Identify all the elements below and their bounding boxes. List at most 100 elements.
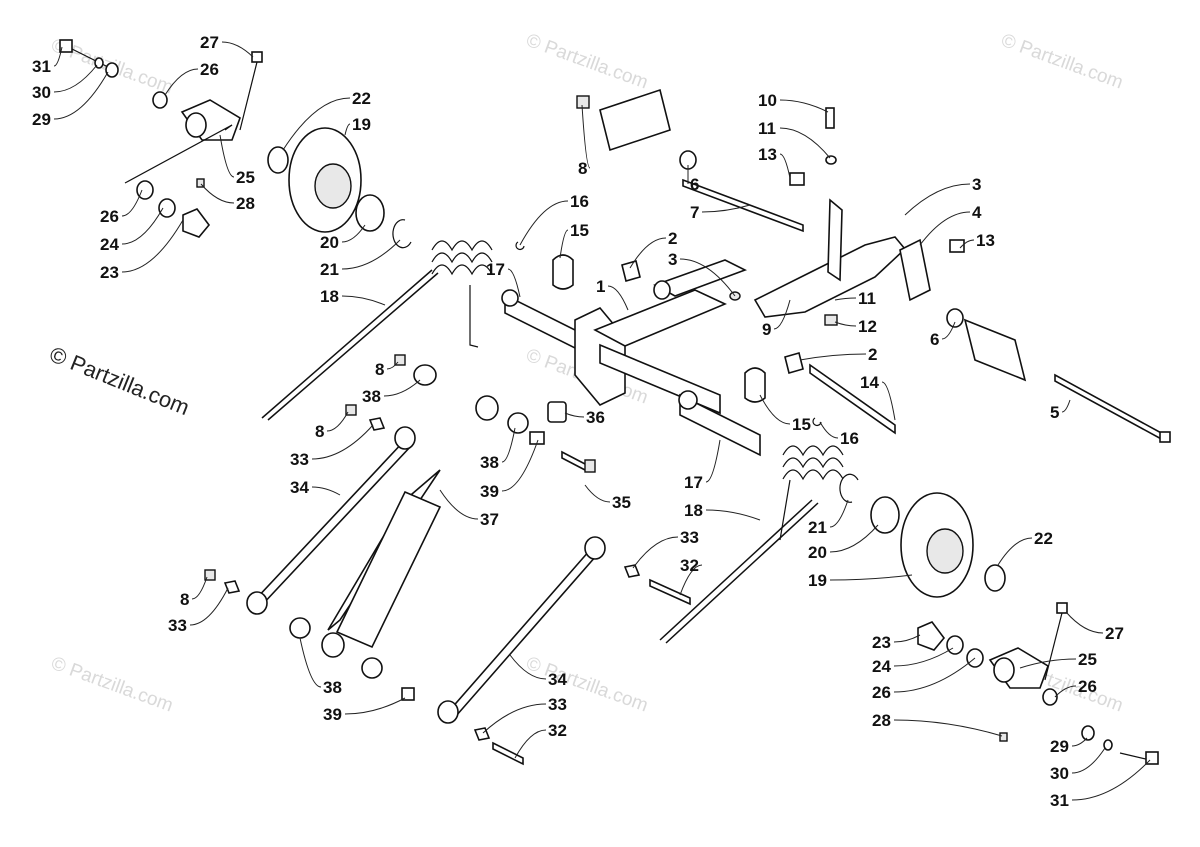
shock-top-eye bbox=[475, 395, 499, 421]
callout-7: 7 bbox=[690, 203, 751, 222]
callout-1: 1 bbox=[596, 277, 629, 311]
parts bbox=[59, 39, 1171, 766]
link-eye bbox=[394, 426, 416, 450]
leader-line bbox=[299, 637, 322, 688]
part-number-label: 13 bbox=[976, 231, 995, 250]
bolt-5-head bbox=[1159, 431, 1171, 443]
leader-line bbox=[121, 219, 184, 273]
shaft-end bbox=[678, 390, 698, 410]
part-number-label: 27 bbox=[200, 33, 219, 52]
suspension-links bbox=[204, 354, 691, 766]
callout-19: 19 bbox=[808, 571, 913, 590]
part-number-label: 34 bbox=[290, 478, 309, 497]
callout-21: 21 bbox=[808, 499, 849, 537]
part-number-label: 18 bbox=[320, 287, 339, 306]
callout-18: 18 bbox=[684, 501, 761, 521]
callout-26: 26 bbox=[100, 189, 143, 226]
leader-line bbox=[501, 427, 516, 463]
part-number-label: 29 bbox=[1050, 737, 1069, 756]
part-number-label: 17 bbox=[486, 260, 505, 279]
callout-3: 3 bbox=[904, 175, 981, 216]
spacer-23 bbox=[917, 621, 946, 651]
callout-6: 6 bbox=[687, 165, 699, 194]
leader-line bbox=[164, 68, 199, 96]
spacer-33-a bbox=[368, 417, 386, 431]
callout-30: 30 bbox=[32, 64, 98, 102]
callout-33: 33 bbox=[632, 528, 699, 569]
bracket-3-upright bbox=[827, 198, 843, 282]
part-number-label: 35 bbox=[612, 493, 631, 512]
part-number-label: 24 bbox=[872, 657, 891, 676]
callout-28: 28 bbox=[200, 183, 255, 213]
callout-33: 33 bbox=[482, 695, 567, 734]
shock-body-37 bbox=[335, 490, 442, 649]
bolt-31-shaft bbox=[1119, 752, 1151, 761]
callout-24: 24 bbox=[872, 647, 954, 676]
leader-line bbox=[705, 439, 721, 483]
upper-left-idler-assembly bbox=[59, 39, 412, 249]
callout-20: 20 bbox=[320, 224, 366, 252]
callout-14: 14 bbox=[860, 373, 896, 421]
watermark-faint: © Partzilla.com bbox=[48, 653, 175, 717]
callout-8: 8 bbox=[180, 576, 208, 609]
callout-4: 4 bbox=[919, 203, 982, 246]
leader-line bbox=[834, 297, 857, 301]
part-number-label: 6 bbox=[690, 175, 699, 194]
callout-38: 38 bbox=[480, 427, 516, 472]
leader-line bbox=[344, 697, 406, 715]
pin-7 bbox=[682, 178, 804, 233]
watermark-faint: © Partzilla.com bbox=[523, 30, 650, 94]
leader-line bbox=[919, 211, 971, 246]
part-number-label: 13 bbox=[758, 145, 777, 164]
callout-16: 16 bbox=[519, 192, 589, 246]
bolt-27-head bbox=[1056, 602, 1068, 614]
spacer-23 bbox=[182, 208, 211, 238]
part-number-label: 22 bbox=[1034, 529, 1053, 548]
main-frame bbox=[501, 241, 896, 457]
leader-line bbox=[507, 268, 521, 298]
leader-line bbox=[514, 729, 547, 759]
leader-line bbox=[559, 229, 569, 259]
leader-line bbox=[679, 564, 703, 596]
nut-28 bbox=[999, 732, 1008, 742]
idler-wheel-hub bbox=[926, 528, 964, 574]
bolt-32-b bbox=[492, 741, 524, 766]
nut-8-b bbox=[345, 404, 357, 416]
bolt-5 bbox=[1054, 373, 1166, 443]
part-number-label: 3 bbox=[668, 250, 677, 269]
leader-line bbox=[282, 97, 351, 151]
leader-line bbox=[773, 299, 791, 330]
leader-line bbox=[221, 41, 254, 58]
idler-wheel-hub bbox=[314, 163, 352, 209]
part-number-label: 30 bbox=[1050, 764, 1069, 783]
part-number-label: 29 bbox=[32, 110, 51, 129]
watermark-faint: © Partzilla.com bbox=[523, 653, 650, 717]
callout-26: 26 bbox=[164, 60, 219, 96]
part-number-label: 8 bbox=[180, 590, 189, 609]
leader-line bbox=[53, 71, 109, 120]
nut-8-a bbox=[394, 354, 406, 366]
spring-arm bbox=[267, 272, 439, 421]
part-number-label: 17 bbox=[684, 473, 703, 492]
part-number-label: 20 bbox=[808, 543, 827, 562]
washer-29 bbox=[105, 62, 119, 78]
shaft-17-left bbox=[504, 293, 586, 355]
leader-line bbox=[893, 657, 976, 693]
spring-tail bbox=[779, 479, 791, 541]
callout-26: 26 bbox=[1054, 677, 1097, 698]
bearing-20 bbox=[355, 194, 385, 232]
watermark-faint: © Partzilla.com bbox=[998, 30, 1125, 94]
part-number-label: 6 bbox=[930, 330, 939, 349]
callout-25: 25 bbox=[1019, 650, 1097, 669]
leader-line bbox=[383, 379, 421, 397]
leader-line bbox=[893, 634, 921, 643]
part-number-label: 33 bbox=[168, 616, 187, 635]
shock-lower-eye bbox=[321, 632, 345, 658]
part-number-label: 33 bbox=[290, 450, 309, 469]
shaft-17-right bbox=[679, 393, 761, 457]
rail-section-left bbox=[599, 88, 671, 152]
callout-20: 20 bbox=[808, 524, 879, 562]
callout-33: 33 bbox=[168, 587, 229, 635]
callout-5: 5 bbox=[1050, 399, 1071, 422]
